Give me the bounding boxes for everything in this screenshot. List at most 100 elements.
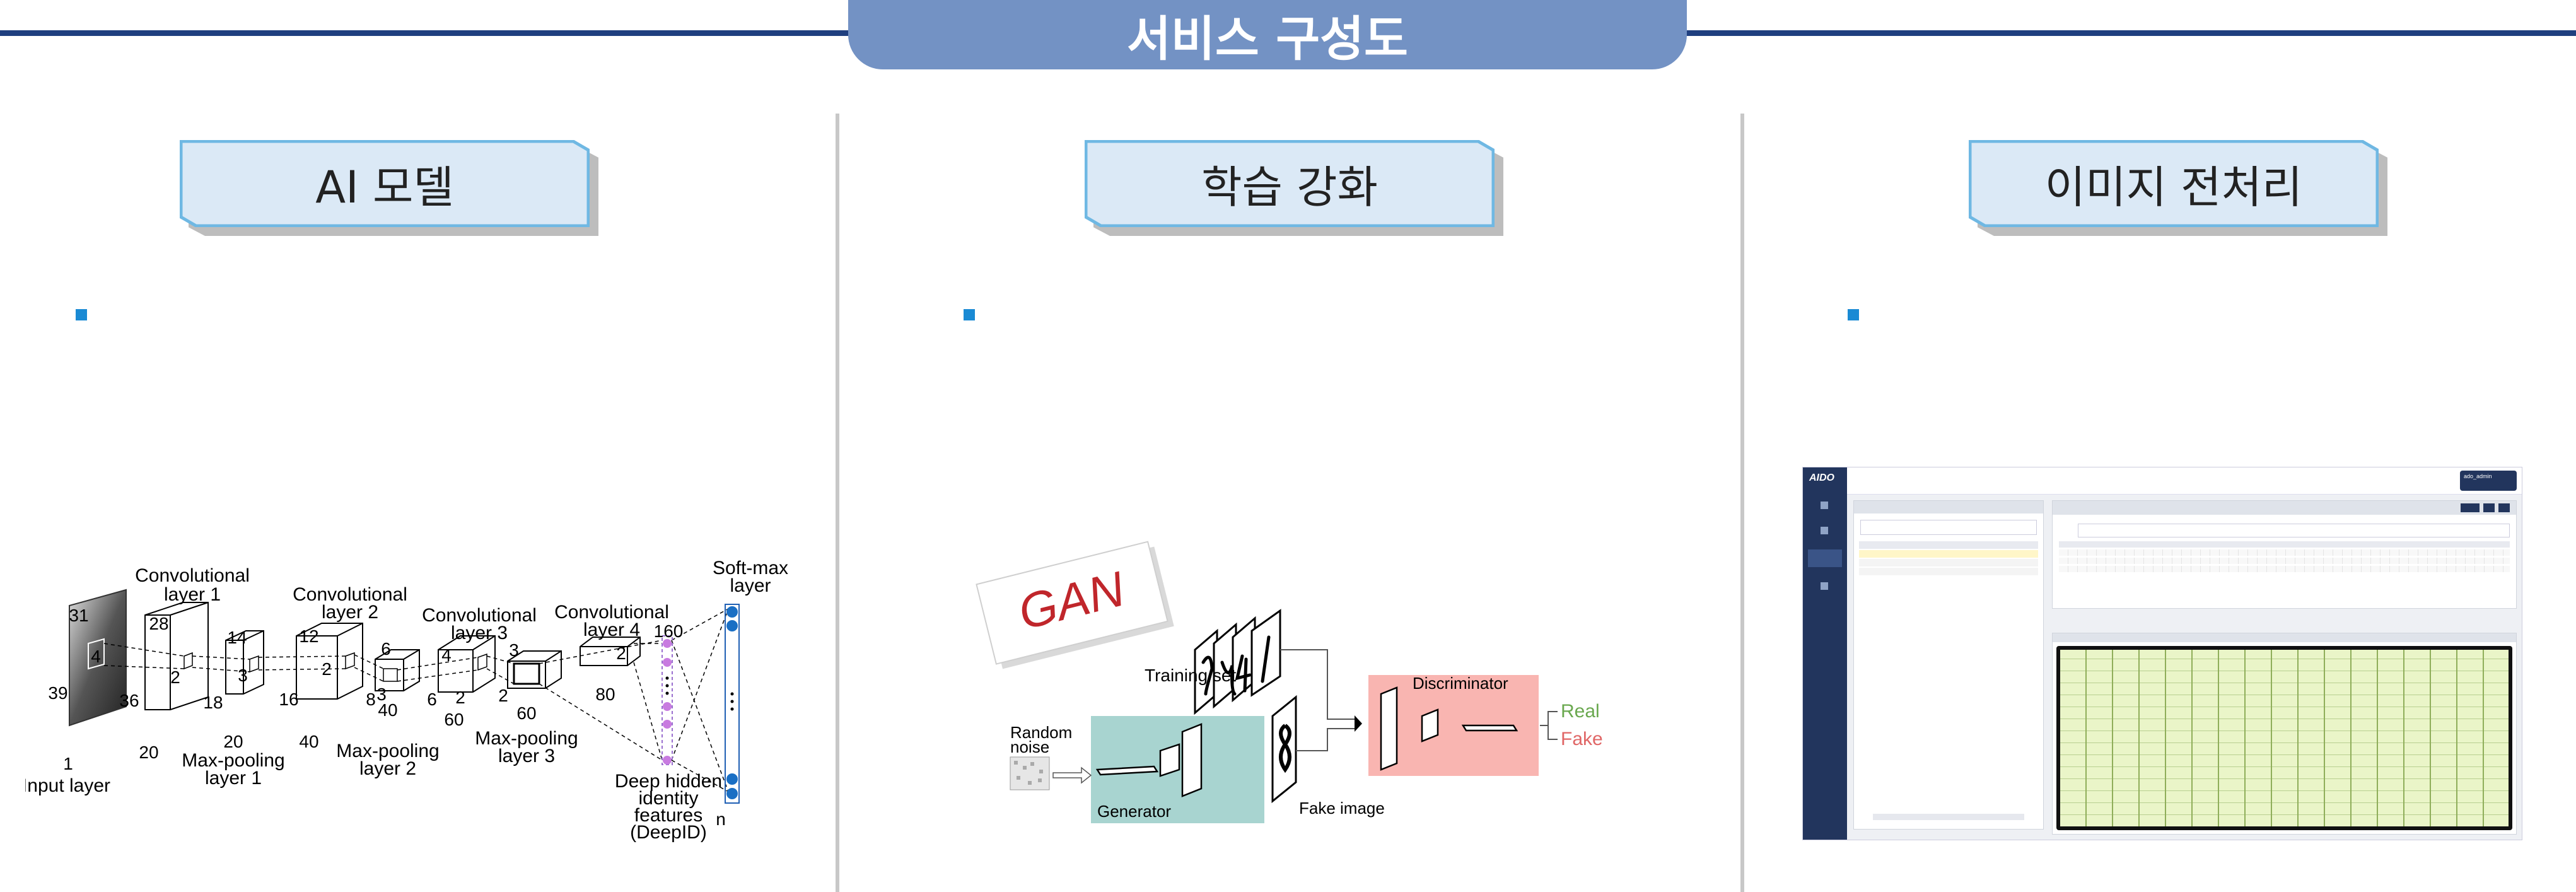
svg-text:16: 16 xyxy=(279,690,298,709)
svg-text:features: features xyxy=(634,805,702,826)
omr-viewer-panel xyxy=(2052,633,2517,835)
svg-text:18: 18 xyxy=(203,693,223,712)
column-divider xyxy=(836,114,839,892)
svg-text:(DeepID): (DeepID) xyxy=(630,822,707,843)
heading-label: AI 모델 xyxy=(180,140,590,227)
label-generator: Generator xyxy=(1097,802,1171,821)
svg-text:Random: Random xyxy=(1010,723,1072,742)
sidebar-item-icon[interactable] xyxy=(1821,582,1828,590)
answer-grid xyxy=(2059,541,2510,572)
action-button[interactable] xyxy=(2498,503,2510,512)
action-button[interactable] xyxy=(2461,503,2480,512)
table-row[interactable] xyxy=(2059,549,2510,556)
file-table xyxy=(1859,541,2038,575)
svg-text:31: 31 xyxy=(69,606,88,625)
table-row[interactable] xyxy=(2059,566,2510,572)
svg-text:layer 3: layer 3 xyxy=(498,746,555,766)
svg-text:12: 12 xyxy=(299,626,318,646)
svg-text:60: 60 xyxy=(444,710,463,729)
heading-ai-model: AI 모델 xyxy=(180,140,598,236)
heading-label: 학습 강화 xyxy=(1085,140,1495,227)
label-real: Real xyxy=(1561,701,1600,722)
sidebar-item-icon[interactable] xyxy=(1821,527,1828,534)
svg-text:39: 39 xyxy=(48,683,67,703)
svg-text:Max-pooling: Max-pooling xyxy=(475,728,578,749)
input-face-image xyxy=(69,589,127,727)
svg-text:layer 2: layer 2 xyxy=(359,758,416,779)
svg-text:4: 4 xyxy=(441,645,452,665)
svg-text:layer: layer xyxy=(730,575,771,596)
left-panel xyxy=(1853,500,2044,830)
table-row[interactable] xyxy=(1859,568,2038,575)
app-logo: AIDO xyxy=(1809,472,1834,483)
svg-text:3: 3 xyxy=(376,684,387,704)
svg-text:14: 14 xyxy=(227,628,247,647)
svg-text:160: 160 xyxy=(654,621,684,641)
svg-text:Max-pooling: Max-pooling xyxy=(336,741,439,761)
column-divider xyxy=(1740,114,1744,892)
svg-text:2: 2 xyxy=(170,667,180,687)
action-button[interactable] xyxy=(2483,503,2495,512)
svg-text:n: n xyxy=(716,809,726,829)
bullet-marker xyxy=(1848,309,1859,320)
table-row[interactable] xyxy=(1859,550,2038,558)
table-row[interactable] xyxy=(2059,558,2510,564)
user-chip[interactable]: ado_admin xyxy=(2460,471,2517,491)
heading-label: 이미지 전처리 xyxy=(1969,140,2379,227)
heading-preprocessing: 이미지 전처리 xyxy=(1969,140,2387,236)
svg-text:40: 40 xyxy=(378,700,397,720)
search-input[interactable] xyxy=(1860,520,2037,535)
app-topbar: ado_admin xyxy=(1847,467,2522,495)
svg-text:20: 20 xyxy=(139,742,158,762)
svg-text:Soft-max: Soft-max xyxy=(713,558,788,578)
svg-text:layer 4: layer 4 xyxy=(583,619,640,640)
omr-sheet-image xyxy=(2056,646,2512,830)
bullet-marker xyxy=(964,309,975,320)
sidebar-item-active[interactable] xyxy=(1808,549,1842,567)
search-input[interactable] xyxy=(2078,524,2510,537)
label-discriminator: Discriminator xyxy=(1413,674,1508,693)
svg-text:6: 6 xyxy=(427,690,437,709)
svg-text:Convolutional: Convolutional xyxy=(135,565,250,586)
svg-text:28: 28 xyxy=(149,614,168,633)
svg-text:60: 60 xyxy=(516,703,536,723)
sidebar-item-icon[interactable] xyxy=(1821,502,1828,509)
app-screenshot: AIDO ado_admin xyxy=(1802,467,2522,840)
svg-text:Convolutional: Convolutional xyxy=(554,602,669,623)
label-training-set: Training set xyxy=(1145,666,1236,685)
svg-text:2: 2 xyxy=(498,686,508,705)
svg-text:2: 2 xyxy=(616,643,626,663)
svg-text:Convolutional: Convolutional xyxy=(422,605,537,626)
svg-text:Convolutional: Convolutional xyxy=(293,584,407,605)
svg-text:2: 2 xyxy=(455,688,465,707)
label-fake: Fake xyxy=(1561,729,1603,749)
svg-text:Max-pooling: Max-pooling xyxy=(182,750,284,771)
svg-text:1: 1 xyxy=(63,754,73,773)
info-panel xyxy=(2052,500,2517,609)
app-sidebar: AIDO xyxy=(1803,467,1847,840)
svg-text:layer 2: layer 2 xyxy=(322,602,378,623)
svg-text:layer 1: layer 1 xyxy=(205,768,262,789)
svg-text:40: 40 xyxy=(299,732,318,751)
svg-text:8: 8 xyxy=(366,690,376,709)
svg-text:2: 2 xyxy=(322,659,332,679)
svg-text:20: 20 xyxy=(223,732,243,751)
svg-text:36: 36 xyxy=(119,691,139,710)
svg-text:3: 3 xyxy=(238,666,248,685)
gan-logo-card xyxy=(976,541,1169,665)
gan-diagram: GAN Training set Random noise Generator … xyxy=(976,541,1603,823)
svg-text:layer 1: layer 1 xyxy=(164,584,221,605)
table-row[interactable] xyxy=(1859,559,2038,566)
svg-text:80: 80 xyxy=(595,684,615,704)
svg-text:identity: identity xyxy=(638,788,698,809)
svg-text:Deep hidden: Deep hidden xyxy=(615,771,722,792)
page-title: 서비스 구성도 xyxy=(848,0,1687,69)
pagination[interactable] xyxy=(1873,814,2024,820)
bullet-marker xyxy=(76,309,87,320)
svg-text:6: 6 xyxy=(381,639,391,659)
svg-text:noise: noise xyxy=(1010,737,1049,756)
label-input-layer: Input layer xyxy=(25,775,110,796)
label-fake-image: Fake image xyxy=(1299,799,1385,818)
svg-text:4: 4 xyxy=(91,647,101,666)
